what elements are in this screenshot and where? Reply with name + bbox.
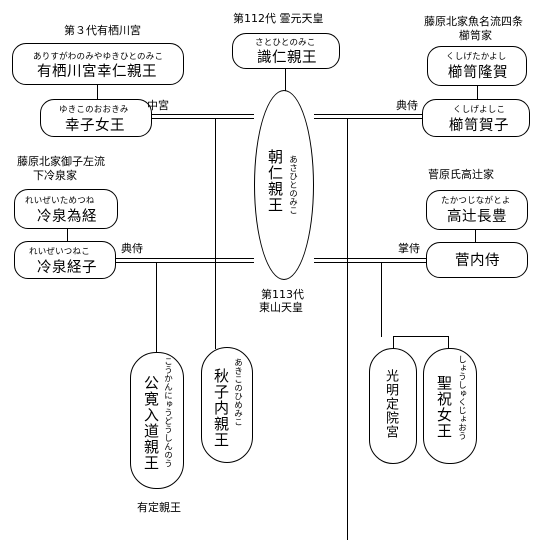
- line-arisugawa-to-yukiko: [97, 84, 99, 100]
- kushige-yoshiko-ruby: くしげよしこ: [453, 105, 506, 115]
- asahito-node[interactable]: あさひとのみこ 朝仁親王: [254, 90, 314, 280]
- reizei-heading2: 下冷泉家: [33, 169, 77, 182]
- akiko-name: 秋子内親王: [212, 368, 230, 448]
- marriage-line-tenji-left: [114, 258, 254, 260]
- shoshuku-node[interactable]: しょうしゅくじょおう 聖祝女王: [423, 348, 477, 464]
- kokan-ruby: こうかんにゅうどうしんのう: [162, 357, 173, 468]
- arisugawa-heading: 第３代有栖川宮: [64, 24, 141, 37]
- shoshuku-name: 聖祝女王: [435, 375, 453, 439]
- asahito-ruby: あさひとのみこ: [287, 155, 298, 215]
- arisugawa-node[interactable]: ありすがわのみやゆきひとのみこ 有栖川宮幸仁親王: [12, 43, 184, 85]
- shoshuku-ruby: しょうしゅくじょおう: [456, 355, 467, 440]
- takatsuji-heading: 菅原氏高辻家: [428, 168, 494, 181]
- asahito-reign: 第113代: [261, 288, 304, 301]
- satohito-node[interactable]: さとひとのみこ 識仁親王: [232, 33, 340, 69]
- line-to-akiko: [215, 119, 217, 349]
- reigen-heading: 第112代 霊元天皇: [233, 12, 324, 25]
- sugainaishi-node[interactable]: 菅内侍: [426, 242, 528, 278]
- reizei-tsuneko-ruby: れいぜいつねこ: [29, 247, 90, 257]
- kushige-takayoshi-name: 櫛笥隆賀: [448, 65, 508, 81]
- yukiko-ruby: ゆきこのおおきみ: [59, 105, 129, 115]
- reizei-tamenori-ruby: れいぜいためつね: [25, 196, 95, 206]
- asahito-name: 朝仁親王: [266, 149, 284, 213]
- yukiko-name: 幸子女王: [65, 118, 125, 134]
- yukiko-node[interactable]: ゆきこのおおきみ 幸子女王: [40, 99, 152, 137]
- kokan-node[interactable]: こうかんにゅうどうしんのう 公寛入道親王: [130, 352, 184, 489]
- line-kushige-to-yoshiko: [477, 84, 479, 100]
- kushige-heading2: 櫛笥家: [459, 29, 492, 42]
- satohito-name: 識仁親王: [257, 50, 317, 66]
- marriage-line-chugu: [152, 114, 254, 116]
- reizei-tsuneko-node[interactable]: れいぜいつねこ 冷泉経子: [14, 241, 116, 279]
- kokan-note: 有定親王: [137, 501, 181, 514]
- reizei-heading: 藤原北家御子左流: [17, 155, 105, 168]
- line-to-kokan: [156, 263, 158, 358]
- kushige-yoshiko-node[interactable]: くしげよしこ 櫛笥賀子: [422, 99, 530, 137]
- reizei-tsuneko-name: 冷泉経子: [37, 260, 97, 276]
- komyojo-name: 光明定院宮: [383, 369, 398, 439]
- kushige-takayoshi-ruby: くしげたかよし: [446, 52, 507, 62]
- kushige-heading: 藤原北家魚名流四条: [424, 15, 523, 28]
- satohito-ruby: さとひとのみこ: [255, 38, 316, 48]
- asahito-title: 東山天皇: [259, 301, 303, 314]
- relation-tenji-left: 典侍: [121, 242, 143, 255]
- relation-shoji: 掌侍: [398, 242, 420, 255]
- sugainaishi-name: 菅内侍: [455, 253, 500, 269]
- akiko-ruby: あきこのひめみこ: [232, 358, 243, 426]
- relation-chugu: 中宮: [147, 99, 169, 112]
- arisugawa-ruby: ありすがわのみやゆきひとのみこ: [33, 52, 164, 62]
- reizei-tamenori-name: 冷泉為経: [37, 209, 97, 225]
- arisugawa-name: 有栖川宮幸仁親王: [37, 64, 157, 80]
- line-takatsuji-to-sugainaishi: [475, 230, 477, 242]
- line-reizei-to-tsuneko: [67, 228, 69, 242]
- marriage-line-shoji: [314, 258, 426, 260]
- akiko-node[interactable]: あきこのひめみこ 秋子内親王: [201, 347, 253, 463]
- relation-tenji-right: 典侍: [396, 99, 418, 112]
- marriage-line-tenji-right: [314, 114, 422, 116]
- takatsuji-node[interactable]: たかつじながとよ 高辻長豊: [426, 190, 528, 230]
- komyojo-node[interactable]: 光明定院宮: [369, 348, 417, 464]
- kokan-name: 公寛入道親王: [142, 375, 160, 471]
- line-reigen-to-asahito: [285, 67, 287, 92]
- reizei-tamenori-node[interactable]: れいぜいためつね 冷泉為経: [14, 189, 118, 229]
- line-shoji-children: [381, 263, 383, 337]
- takatsuji-name: 高辻長豊: [447, 209, 507, 225]
- kushige-yoshiko-name: 櫛笥賀子: [449, 118, 509, 134]
- line-main-descent: [347, 119, 349, 540]
- takatsuji-ruby: たかつじながとよ: [441, 196, 511, 206]
- kushige-takayoshi-node[interactable]: くしげたかよし 櫛笥隆賀: [427, 46, 527, 86]
- line-siblings-bar: [393, 336, 449, 338]
